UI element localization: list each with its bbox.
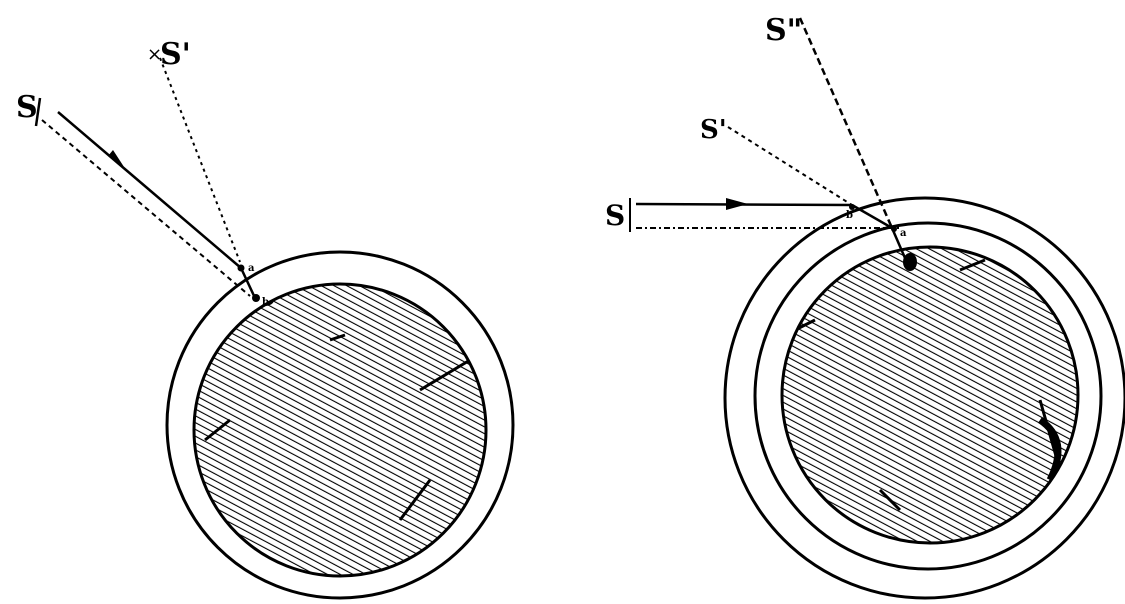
label-point-b: b xyxy=(846,210,853,221)
point-a-marker xyxy=(237,264,245,272)
point-b-marker xyxy=(849,204,855,210)
source-tick xyxy=(34,97,42,127)
label-image-1: S' xyxy=(700,115,727,145)
diagram-double-shell: S S' S" b a xyxy=(605,13,1125,600)
label-point-b: b xyxy=(262,297,269,308)
label-point-a: a xyxy=(248,263,255,274)
arrowhead xyxy=(726,198,748,210)
label-image: S' xyxy=(160,37,191,72)
inner-shell-circle xyxy=(753,221,1103,571)
refracted-ray-1 xyxy=(851,203,893,230)
hatched-core xyxy=(192,282,488,578)
arrowhead xyxy=(108,150,126,170)
label-source: S xyxy=(605,199,625,232)
outer-shell-circle xyxy=(723,196,1125,600)
construction-line-image xyxy=(159,57,241,263)
construction-line-source xyxy=(41,119,251,297)
point-a-marker xyxy=(891,226,897,232)
hatched-core xyxy=(780,245,1080,545)
point-b-marker xyxy=(252,294,260,302)
label-point-a: a xyxy=(900,228,907,239)
incident-ray xyxy=(57,111,242,269)
construction-line-image-1 xyxy=(727,126,853,206)
label-image-2: S" xyxy=(765,13,802,48)
outer-shell-circle xyxy=(165,250,515,600)
label-source: S xyxy=(16,90,38,125)
diagram-single-shell: S S' × a b xyxy=(16,37,515,600)
refracted-ray xyxy=(239,267,257,299)
image-cross: × xyxy=(147,44,162,65)
construction-line-image-2 xyxy=(798,17,894,229)
refracted-ray-2 xyxy=(890,227,907,259)
